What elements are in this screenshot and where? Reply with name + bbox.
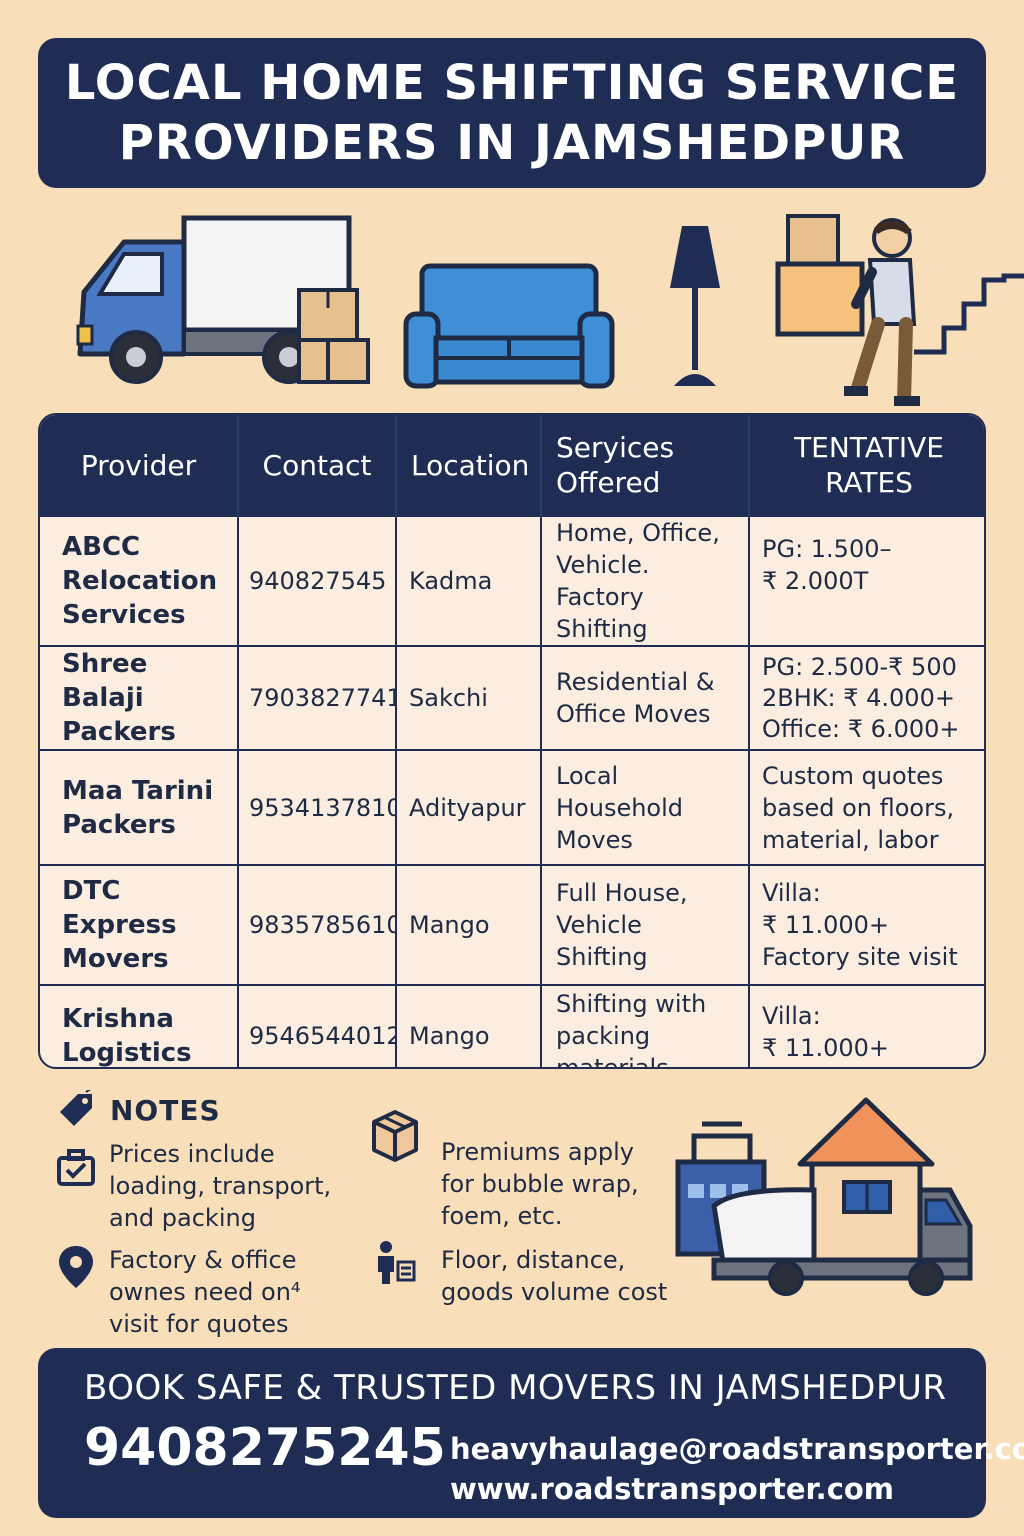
tag-icon <box>60 1090 92 1126</box>
header-rates: TENTATIVE RATES <box>749 415 984 516</box>
provider-location: Mango <box>396 864 542 985</box>
table-row: DTC Express Movers 9835785610 Mango Full… <box>40 864 984 985</box>
notes-section: NOTES Prices include loading, transport,… <box>50 1090 690 1340</box>
provider-rates: Villa: ₹ 11.000+ Factory site visit <box>749 864 984 985</box>
provider-name: Shree Balaji Packers <box>40 645 239 750</box>
footer-website-link[interactable]: www.roadstransporter.com <box>450 1472 895 1506</box>
provider-name: DTC Express Movers <box>40 864 239 985</box>
table-row: Shree Balaji Packers 7903827741 Sakchi R… <box>40 645 984 750</box>
provider-rates: Villa: ₹ 11.000+ <box>749 984 984 1067</box>
provider-location: Kadma <box>396 515 542 646</box>
footer-phone[interactable]: 9408275245 <box>84 1418 446 1478</box>
provider-services: Full House, Vehicle Shifting <box>541 864 750 985</box>
providers-table: Provider Contact Location Seryices Offer… <box>38 413 986 1069</box>
header-contact: Contact <box>238 415 397 516</box>
note-text: Premiums apply for bubble wrap, foem, et… <box>441 1138 639 1230</box>
provider-services: Home, Office, Vehicle. Factory Shifting <box>541 515 750 646</box>
briefcase-icon <box>57 1149 95 1186</box>
provider-rates: Custom quotes based on floors, material,… <box>749 749 984 865</box>
person-icon <box>378 1241 416 1284</box>
page-title-line1: LOCAL HOME SHIFTING SERVICE <box>64 55 960 111</box>
provider-contact: 9835785610 <box>238 864 397 985</box>
notes-title: NOTES <box>110 1094 221 1127</box>
provider-rates: PG: 2.500-₹ 500 2BHK: ₹ 4.000+ Office: ₹… <box>749 645 984 750</box>
table-row: Krishna Logistics 9546544012 Mango Shift… <box>40 984 984 1067</box>
provider-location: Mango <box>396 984 542 1067</box>
footer-email-link[interactable]: heavyhaulage@roadstransporter.co <box>450 1432 1024 1466</box>
note-text: Floor, distance, goods volume cost <box>441 1246 668 1306</box>
floor-lamp-icon <box>670 226 720 386</box>
table-header-row: Provider Contact Location Seryices Offer… <box>40 415 984 516</box>
table-row: ABCC Relocation Services 940827545 Kadma… <box>40 515 984 646</box>
provider-services: Shifting with packing materials <box>541 984 750 1067</box>
provider-name: Krishna Logistics <box>40 984 239 1067</box>
provider-services: Local Household Moves <box>541 749 750 865</box>
header-provider: Provider <box>40 415 239 516</box>
table-row: Maa Tarini Packers 9534137810 Adityapur … <box>40 749 984 865</box>
provider-contact: 940827545 <box>238 515 397 646</box>
header-location: Location <box>396 415 542 516</box>
note-text: Factory & office ownes need on⁴ visit fo… <box>109 1246 301 1338</box>
footer-tagline: BOOK SAFE & TRUSTED MOVERS IN JAMSHEDPUR <box>84 1368 947 1408</box>
house-moving-van-icon <box>675 1097 973 1296</box>
sofa-icon <box>403 263 615 389</box>
note-text: Prices include loading, transport, and p… <box>109 1140 332 1232</box>
provider-contact: 9534137810 <box>238 749 397 865</box>
provider-contact: 9546544012 <box>238 984 397 1067</box>
provider-services: Residential & Office Moves <box>541 645 750 750</box>
page-title-line2: PROVIDERS IN JAMSHEDPUR <box>118 115 906 171</box>
provider-contact: 7903827741 <box>238 645 397 750</box>
header-services: Seryices Offered <box>541 415 750 516</box>
provider-rates: PG: 1.500– ₹ 2.000T <box>749 515 984 646</box>
title-banner: LOCAL HOME SHIFTING SERVICE PROVIDERS IN… <box>38 38 986 188</box>
provider-location: Adityapur <box>396 749 542 865</box>
box-icon <box>372 1110 418 1162</box>
mover-carrying-box-icon <box>775 214 1024 406</box>
provider-location: Sakchi <box>396 645 542 750</box>
moving-truck-icon <box>76 215 370 384</box>
location-pin-icon <box>59 1246 93 1288</box>
provider-name: ABCC Relocation Services <box>40 515 239 646</box>
footer-banner: BOOK SAFE & TRUSTED MOVERS IN JAMSHEDPUR… <box>38 1348 1024 1518</box>
provider-name: Maa Tarini Packers <box>40 749 239 865</box>
